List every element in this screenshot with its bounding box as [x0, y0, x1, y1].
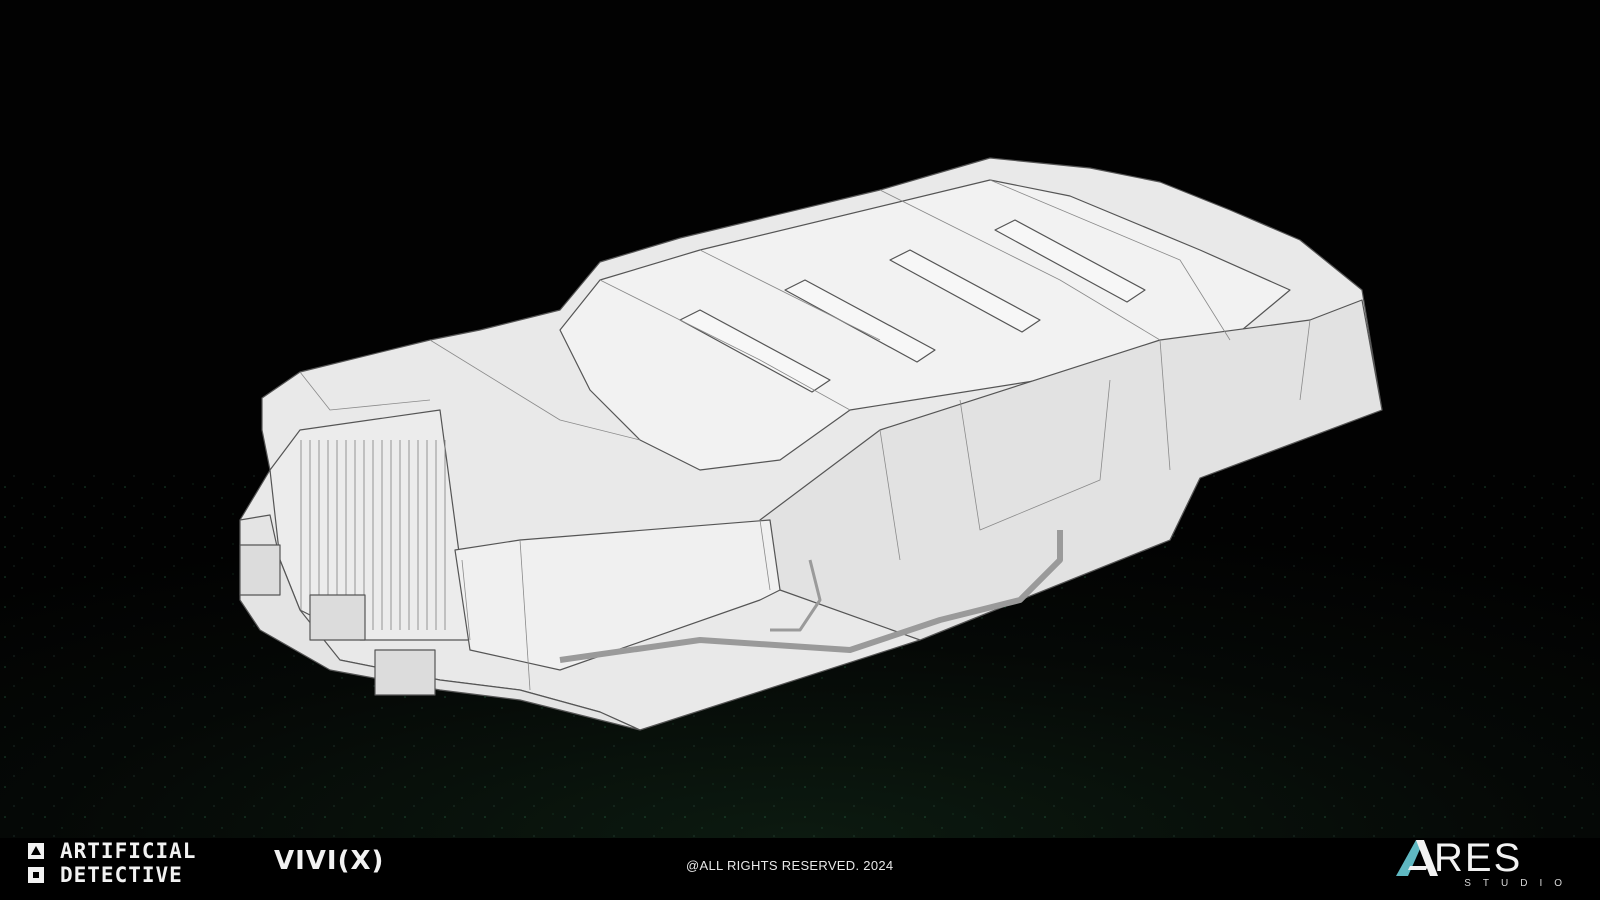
battery-pack-model [239, 157, 1383, 731]
rail-2 [784, 279, 936, 363]
front-end-cap [454, 519, 781, 671]
front-feet [239, 514, 641, 731]
foot-2 [309, 594, 366, 641]
artificial-detective-logo: ARTIFICIAL DETECTIVE [28, 840, 228, 888]
brand-line-1: ARTIFICIAL [60, 839, 197, 863]
copyright-notice: @ALL RIGHTS RESERVED. 2024 [686, 858, 894, 873]
brand-line-2: DETECTIVE [60, 863, 183, 887]
wireframe-render [0, 157, 1600, 838]
ares-wordmark: RES [1434, 836, 1523, 880]
side-hose-small [770, 559, 822, 632]
rail-3 [889, 249, 1041, 333]
foot-1 [239, 544, 281, 596]
rail-1 [679, 309, 831, 393]
vivix-logo: VIVI(X) [274, 846, 385, 876]
brand-row-2: DETECTIVE [28, 864, 183, 886]
footer-bar [0, 838, 1600, 900]
ares-subtitle: STUDIO [1464, 878, 1574, 889]
square-box-icon [28, 867, 44, 883]
ares-studio-logo: RES STUDIO [1394, 836, 1574, 894]
side-hose [559, 530, 1063, 663]
brand-row-1: ARTIFICIAL [28, 840, 196, 862]
foot-3 [374, 649, 436, 696]
ares-a-mark-icon [1396, 840, 1438, 876]
right-side-wall [759, 299, 1383, 641]
wire-lines [299, 179, 1311, 691]
triangle-box-icon [28, 843, 44, 859]
top-rails [679, 219, 1146, 393]
rail-4 [994, 219, 1146, 303]
